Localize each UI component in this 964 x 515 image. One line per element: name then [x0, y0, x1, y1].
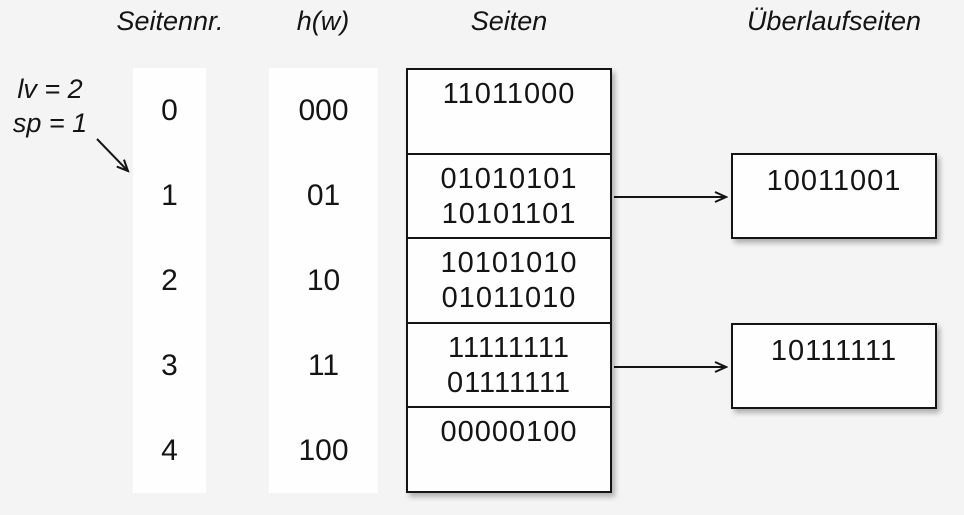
page-entry: 11011000: [442, 78, 576, 110]
page-entry: 11111111: [448, 331, 570, 364]
hw-cell: 11: [307, 348, 340, 382]
page-entry: 10101101: [441, 197, 577, 230]
overflow-box-row3: 10111111: [731, 323, 937, 409]
page-entry: 01111111: [446, 366, 572, 399]
column-hw: 000 01 10 11 100: [269, 68, 378, 493]
annotation-arrow: [96, 138, 128, 171]
seitennr-cell: 4: [161, 433, 178, 467]
column-header-seiten: Seiten: [470, 6, 548, 36]
page-entry: 01010101: [440, 162, 578, 195]
page-bucket-3: 11111111 01111111: [408, 321, 610, 407]
overflow-entry: 10011001: [766, 165, 902, 197]
seitennr-cell: 0: [161, 93, 178, 127]
hw-cell: 10: [306, 263, 341, 297]
seiten-box: 11011000 01010101 10101101 10101010 0101…: [406, 68, 612, 493]
seitennr-cell: 1: [161, 178, 178, 212]
page-bucket-1: 01010101 10101101: [408, 152, 610, 238]
column-header-seitennr: Seitennr.: [116, 6, 224, 36]
column-header-ueberlaufseiten: Überlaufseiten: [746, 6, 922, 36]
page-bucket-4: 00000100: [408, 406, 610, 491]
page-entry: 01011010: [441, 282, 577, 315]
seitennr-cell: 2: [161, 263, 178, 297]
hw-cell: 01: [306, 178, 341, 212]
column-seitennr: 0 1 2 3 4: [133, 68, 206, 493]
hw-cell: 000: [298, 93, 349, 127]
page-entry: 10101010: [440, 247, 578, 280]
seitennr-cell: 3: [161, 348, 178, 382]
hw-cell: 100: [298, 433, 349, 467]
page-bucket-0: 11011000: [408, 70, 610, 153]
annotation-lv-sp: lv = 2 sp = 1: [2, 72, 98, 140]
page-entry: 00000100: [440, 416, 578, 449]
page-bucket-2: 10101010 01011010: [408, 237, 610, 322]
overflow-box-row1: 10011001: [731, 153, 937, 239]
annotation-lv: lv = 2: [17, 74, 83, 104]
column-header-hw: h(w): [296, 6, 350, 36]
overflow-entry: 10111111: [770, 335, 898, 367]
annotation-sp: sp = 1: [12, 108, 88, 138]
